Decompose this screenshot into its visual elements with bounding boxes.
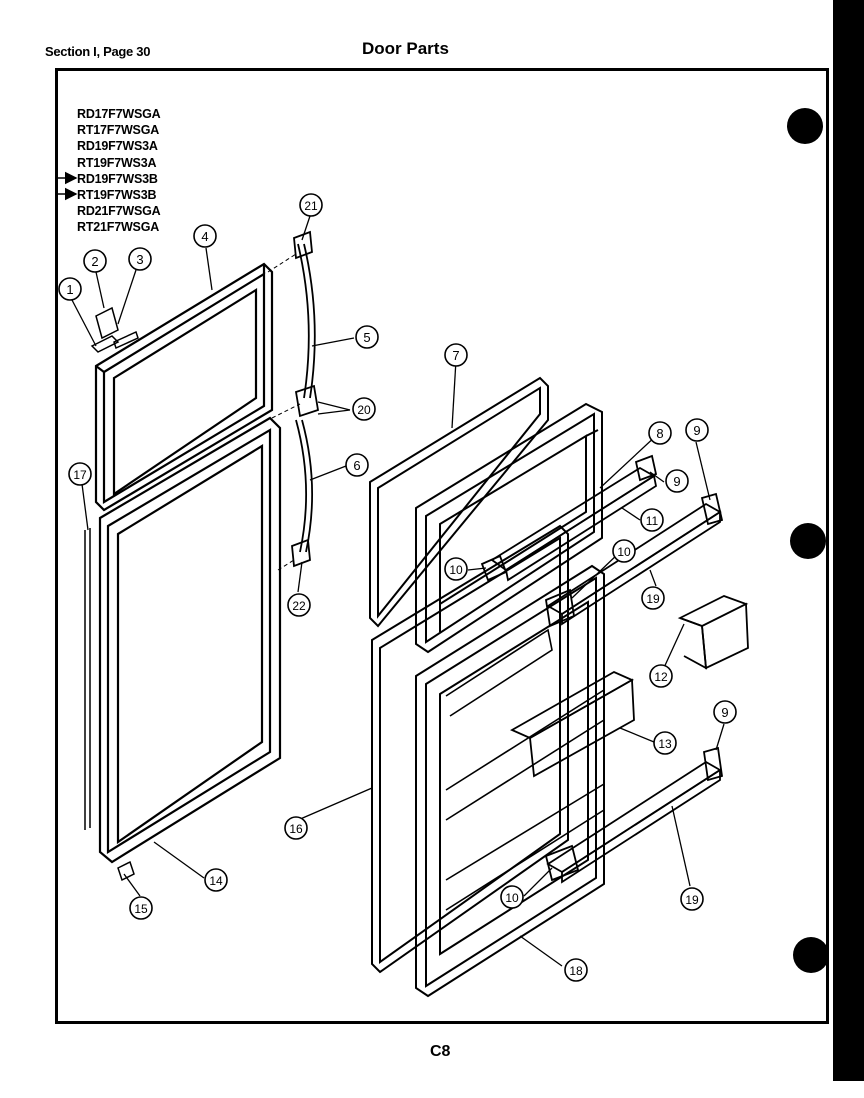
svg-text:19: 19 <box>646 592 660 606</box>
freezer-inner-liner <box>415 402 603 654</box>
model-arrows <box>58 171 78 201</box>
svg-text:10: 10 <box>505 891 519 905</box>
callout-17: 17 <box>68 462 92 486</box>
model-code: RT21F7WSGA <box>77 220 160 235</box>
callout-10: 10 <box>444 557 468 581</box>
section-label: Section I, Page 30 <box>45 44 151 59</box>
svg-text:9: 9 <box>721 705 728 720</box>
callout-19: 19 <box>641 586 665 610</box>
svg-text:9: 9 <box>673 474 680 489</box>
model-code: RT17F7WSGA <box>77 123 160 138</box>
callout-13: 13 <box>653 731 677 755</box>
svg-text:13: 13 <box>658 737 672 751</box>
callout-16: 16 <box>284 816 308 840</box>
svg-text:18: 18 <box>569 964 583 978</box>
callout-10: 10 <box>500 885 524 909</box>
model-code-arrowed: RD19F7WS3B <box>77 171 158 186</box>
callout-5: 5 <box>355 325 379 349</box>
svg-text:5: 5 <box>363 330 370 345</box>
svg-text:22: 22 <box>292 599 306 613</box>
page-title: Door Parts <box>362 39 449 58</box>
diagram-frame <box>55 68 829 1024</box>
callout-11: 11 <box>640 508 664 532</box>
svg-text:20: 20 <box>357 403 371 417</box>
lower-door-bar <box>544 746 724 884</box>
callout-20: 20 <box>352 397 376 421</box>
callout-21: 21 <box>299 193 323 217</box>
svg-text:10: 10 <box>617 545 631 559</box>
callout-1: 1 <box>58 277 82 301</box>
callout-7: 7 <box>444 343 468 367</box>
freezer-door-outer <box>94 262 274 512</box>
page-code: C8 <box>430 1043 451 1060</box>
callout-15: 15 <box>129 896 153 920</box>
callouts: 1 2 3 4 5 6 7 8 9 9 9 10 10 10 11 12 13 … <box>58 193 737 982</box>
model-code: RD17F7WSGA <box>77 107 161 121</box>
leader-lines <box>71 215 725 967</box>
callout-10: 10 <box>612 539 636 563</box>
svg-text:6: 6 <box>353 458 360 473</box>
svg-text:9: 9 <box>693 423 700 438</box>
svg-text:4: 4 <box>201 229 208 244</box>
svg-text:7: 7 <box>452 348 459 363</box>
svg-text:2: 2 <box>91 254 98 269</box>
svg-text:10: 10 <box>449 563 463 577</box>
svg-text:15: 15 <box>134 902 148 916</box>
callout-9: 9 <box>685 418 709 442</box>
binder-hole <box>793 937 829 973</box>
model-list: RD17F7WSGA RT17F7WSGA RD19F7WS3A RT19F7W… <box>77 106 161 236</box>
upper-door-bar <box>545 492 724 628</box>
callout-14: 14 <box>204 868 228 892</box>
scan-edge-right <box>833 0 864 1098</box>
dashed-hinge-lines <box>267 253 301 571</box>
callout-18: 18 <box>564 958 588 982</box>
callout-19: 19 <box>680 887 704 911</box>
door-handles <box>291 230 320 568</box>
callout-2: 2 <box>83 249 107 273</box>
dairy-door <box>677 595 749 670</box>
callout-12: 12 <box>649 664 673 688</box>
fresh-food-door-outer <box>98 416 282 864</box>
callout-22: 22 <box>287 593 311 617</box>
svg-text:1: 1 <box>66 282 73 297</box>
svg-text:14: 14 <box>209 874 223 888</box>
callout-4: 4 <box>193 224 217 248</box>
middle-shelf <box>510 670 635 778</box>
scan-edge-bottom <box>0 1081 864 1098</box>
svg-text:17: 17 <box>73 468 87 482</box>
svg-text:3: 3 <box>136 252 143 267</box>
lower-hinge <box>117 860 135 882</box>
callout-9: 9 <box>665 469 689 493</box>
svg-text:21: 21 <box>304 199 318 213</box>
fresh-food-inner-liner <box>415 564 605 998</box>
svg-text:12: 12 <box>654 670 668 684</box>
model-code: RD19F7WS3A <box>77 139 158 154</box>
binder-hole <box>790 523 826 559</box>
model-code-arrowed: RT19F7WS3B <box>77 188 157 203</box>
gasket-strip <box>84 528 91 830</box>
callout-9: 9 <box>713 700 737 724</box>
liner-shelves <box>445 628 605 911</box>
callout-8: 8 <box>648 421 672 445</box>
svg-text:8: 8 <box>656 426 663 441</box>
callout-3: 3 <box>128 247 152 271</box>
binder-hole <box>787 108 823 144</box>
door-stop-parts <box>90 306 139 353</box>
fresh-food-gasket <box>371 524 569 974</box>
freezer-gasket <box>369 376 549 628</box>
model-code: RD21F7WSGA <box>77 204 161 219</box>
callout-6: 6 <box>345 453 369 477</box>
model-code: RT19F7WS3A <box>77 155 157 170</box>
svg-text:19: 19 <box>685 893 699 907</box>
svg-text:16: 16 <box>289 822 303 836</box>
svg-text:11: 11 <box>646 514 659 528</box>
